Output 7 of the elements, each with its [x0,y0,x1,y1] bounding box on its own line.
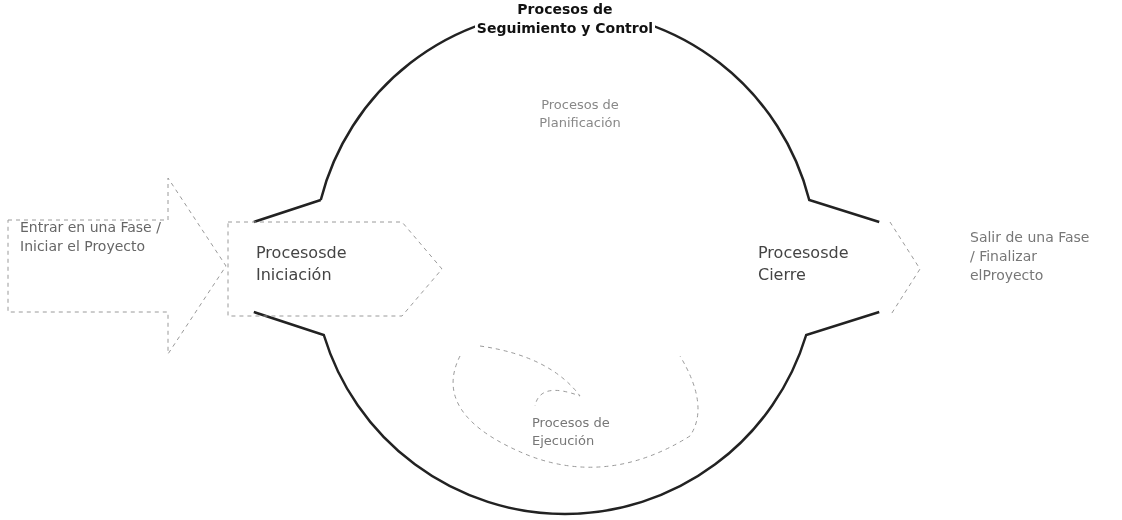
process-label: Procesosde Iniciación [256,242,348,286]
process-label: Procesosde Cierre [758,242,850,286]
process-label: Salir de una Fase / Finalizar elProyecto [970,228,1091,285]
process-label: Procesos de Seguimiento y Control [475,0,655,38]
process-label: Procesos de Planificación [538,96,622,132]
process-label: Procesos de Ejecución [532,414,611,450]
process-label: Entrar en una Fase / Iniciar el Proyecto [20,218,162,256]
